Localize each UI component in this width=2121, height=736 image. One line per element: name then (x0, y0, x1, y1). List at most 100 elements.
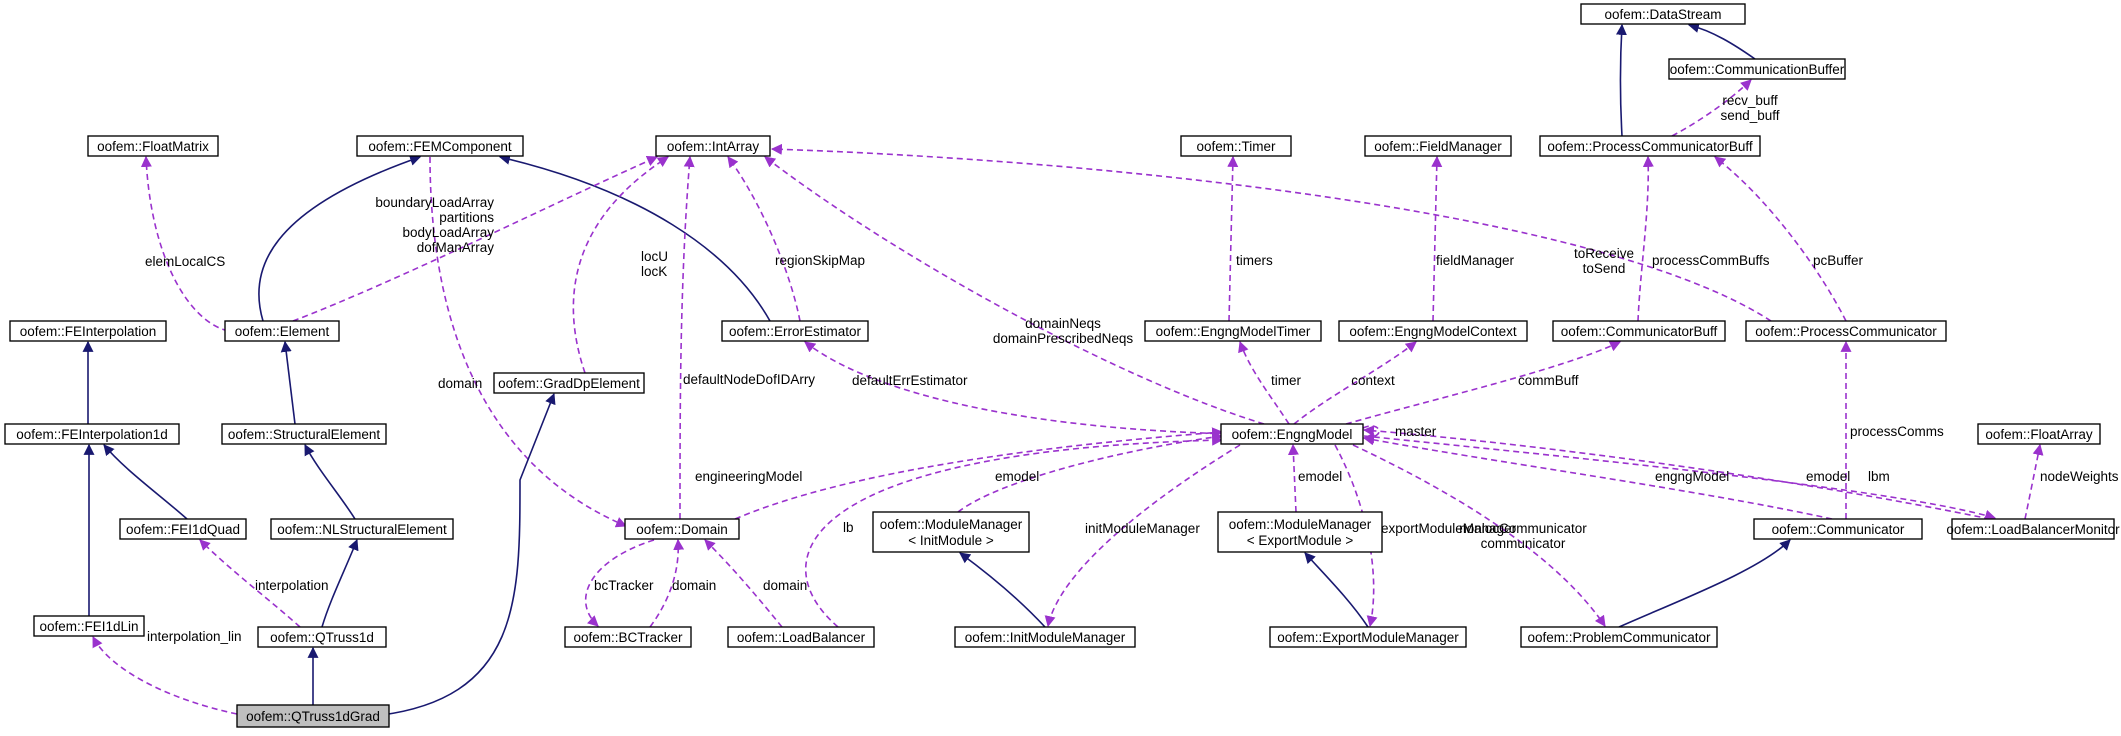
class-node-box (872, 511, 1030, 553)
edge-label-line: context (1351, 373, 1395, 388)
edge-label-modinit-to-engngmodel: emodel (995, 469, 1039, 484)
class-node-label: oofem::FEInterpolation (20, 324, 157, 339)
edge-label-line: lbm (1868, 469, 1890, 484)
class-node-fei1dquad[interactable]: oofem::FEI1dQuad (119, 518, 247, 540)
class-node-floatmatrix[interactable]: oofem::FloatMatrix (87, 135, 219, 157)
edge-label-engcontext-to-fieldmanager: fieldManager (1436, 253, 1515, 268)
edge-label-engngmodel-to-errorest: defaultErrEstimator (852, 373, 968, 388)
edge-communicator-to-engngmodel (1362, 434, 1833, 520)
class-node-fieldmanager[interactable]: oofem::FieldManager (1364, 135, 1512, 157)
class-node-box (224, 320, 340, 342)
class-node-label: oofem::ExportModuleManager (1277, 630, 1459, 645)
edge-lbmonitor-to-floatarray (2024, 443, 2044, 520)
class-node-engtimer[interactable]: oofem::EngngModelTimer (1144, 320, 1322, 342)
edge-label-line: dofManArray (417, 240, 495, 255)
edge-label-line: defaultErrEstimator (852, 373, 968, 388)
class-node-label: oofem::ModuleManager (880, 517, 1023, 532)
class-node-label: oofem::Timer (1196, 139, 1276, 154)
class-node-qtruss1dgrad[interactable]: oofem::QTruss1dGrad (236, 704, 390, 728)
edge-bctracker-to-domain (649, 538, 685, 628)
class-node-box (1338, 320, 1528, 342)
class-node-domain[interactable]: oofem::Domain (624, 518, 740, 540)
class-node-modexport[interactable]: oofem::ModuleManager< ExportModule > (1217, 511, 1383, 553)
class-node-label: oofem::FEI1dQuad (126, 522, 240, 537)
class-node-structel[interactable]: oofem::StructuralElement (221, 423, 387, 445)
class-node-nlstruct[interactable]: oofem::NLStructuralElement (270, 518, 454, 540)
edge-label-line: bodyLoadArray (402, 225, 494, 240)
class-node-fei1dlin[interactable]: oofem::FEI1dLin (33, 615, 145, 637)
class-node-box (270, 518, 454, 540)
class-node-datastream[interactable]: oofem::DataStream (1580, 3, 1746, 25)
class-node-graddp[interactable]: oofem::GradDpElement (493, 372, 645, 394)
class-node-pcbuff[interactable]: oofem::ProcessCommunicatorBuff (1539, 135, 1761, 157)
class-node-box (1580, 3, 1746, 25)
edge-loadbal-to-engngmodel (805, 434, 1224, 628)
class-node-proccomm[interactable]: oofem::ProcessCommunicator (1745, 320, 1947, 342)
class-node-probcomm[interactable]: oofem::ProblemCommunicator (1520, 626, 1718, 648)
edge-label-qtruss1d-to-fei1dquad: interpolation (255, 578, 329, 593)
edge-label-line: processCommBuffs (1652, 253, 1770, 268)
node-layer: oofem::DataStreamoofem::CommunicationBuf… (4, 3, 2120, 728)
class-node-box (1364, 135, 1512, 157)
class-node-qtruss1d[interactable]: oofem::QTruss1d (257, 626, 387, 648)
class-node-feinterp[interactable]: oofem::FEInterpolation (9, 320, 167, 342)
class-node-box (9, 320, 167, 342)
class-node-box (721, 320, 869, 342)
class-node-label: oofem::FEI1dLin (39, 619, 138, 634)
class-node-commbuffer[interactable]: oofem::CommunicationBuffer (1668, 58, 1846, 80)
edge-initmodmgr-to-modinit (959, 552, 1046, 628)
class-node-exportmodmgr[interactable]: oofem::ExportModuleManager (1269, 626, 1467, 648)
class-node-label: oofem::Communicator (1772, 522, 1905, 537)
class-node-box (655, 135, 771, 157)
edge-label-proccomm-to-pcbuff: pcBuffer (1813, 253, 1864, 268)
class-node-feinterp1d[interactable]: oofem::FEInterpolation1d (4, 423, 180, 445)
edge-label-line: partitions (439, 210, 494, 225)
class-node-errorest[interactable]: oofem::ErrorEstimator (721, 320, 869, 342)
class-node-communicator[interactable]: oofem::Communicator (1753, 518, 1923, 540)
edge-structel-to-element (280, 340, 296, 425)
edge-engngmodel-to-initmodmgr (1044, 444, 1241, 628)
edge-label-line: domainNeqs (1025, 316, 1101, 331)
class-node-engcontext[interactable]: oofem::EngngModelContext (1338, 320, 1528, 342)
edge-label-line: emodel (995, 469, 1039, 484)
edge-label-communicator-to-engngmodel: engngModel (1655, 469, 1729, 484)
edge-label-element-to-floatmatrix: elemLocalCS (145, 254, 225, 269)
edge-label-engngmodel-to-engngmodel: master (1395, 424, 1437, 439)
edge-domain-to-engngmodel (734, 427, 1224, 520)
edge-label-lbmonitor-to-engngmodel: emodel (1806, 469, 1850, 484)
class-node-label: oofem::IntArray (667, 139, 760, 154)
edge-label-line: engineeringModel (695, 469, 802, 484)
edge-label-line: regionSkipMap (775, 253, 865, 268)
class-node-label: oofem::CommunicationBuffer (1670, 62, 1845, 77)
class-node-label: < ExportModule > (1247, 533, 1354, 548)
class-node-engngmodel[interactable]: oofem::EngngModel (1220, 423, 1364, 445)
class-node-box (1144, 320, 1322, 342)
edge-label-modexport-to-engngmodel: emodel (1298, 469, 1342, 484)
edge-engngmodel-to-lbmonitor (1363, 435, 1997, 521)
class-node-lbmonitor[interactable]: oofem::LoadBalancerMonitor (1946, 518, 2120, 540)
class-node-floatarray[interactable]: oofem::FloatArray (1977, 423, 2101, 445)
class-node-commbuff[interactable]: oofem::CommunicatorBuff (1552, 320, 1726, 342)
class-node-modinit[interactable]: oofem::ModuleManager< InitModule > (872, 511, 1030, 553)
class-node-femcomponent[interactable]: oofem::FEMComponent (356, 135, 524, 157)
edge-engtimer-to-timer (1227, 155, 1239, 322)
class-node-label: oofem::FloatMatrix (97, 139, 209, 154)
class-node-box (221, 423, 387, 445)
edge-label-line: processComms (1850, 424, 1944, 439)
class-node-box (257, 626, 387, 648)
class-node-box (1539, 135, 1761, 157)
edge-label-line: domain (672, 578, 716, 593)
edge-label-commbuff-to-pcbuff: processCommBuffs (1652, 253, 1770, 268)
class-node-intarray[interactable]: oofem::IntArray (655, 135, 771, 157)
class-node-timer[interactable]: oofem::Timer (1180, 135, 1292, 157)
class-node-element[interactable]: oofem::Element (224, 320, 340, 342)
edge-engngmodel-to-probcomm (1352, 444, 1606, 627)
class-node-initmodmgr[interactable]: oofem::InitModuleManager (954, 626, 1136, 648)
edge-label-engtimer-to-timer: timers (1236, 253, 1273, 268)
class-node-loadbal[interactable]: oofem::LoadBalancer (727, 626, 875, 648)
class-node-bctracker[interactable]: oofem::BCTracker (564, 626, 692, 648)
